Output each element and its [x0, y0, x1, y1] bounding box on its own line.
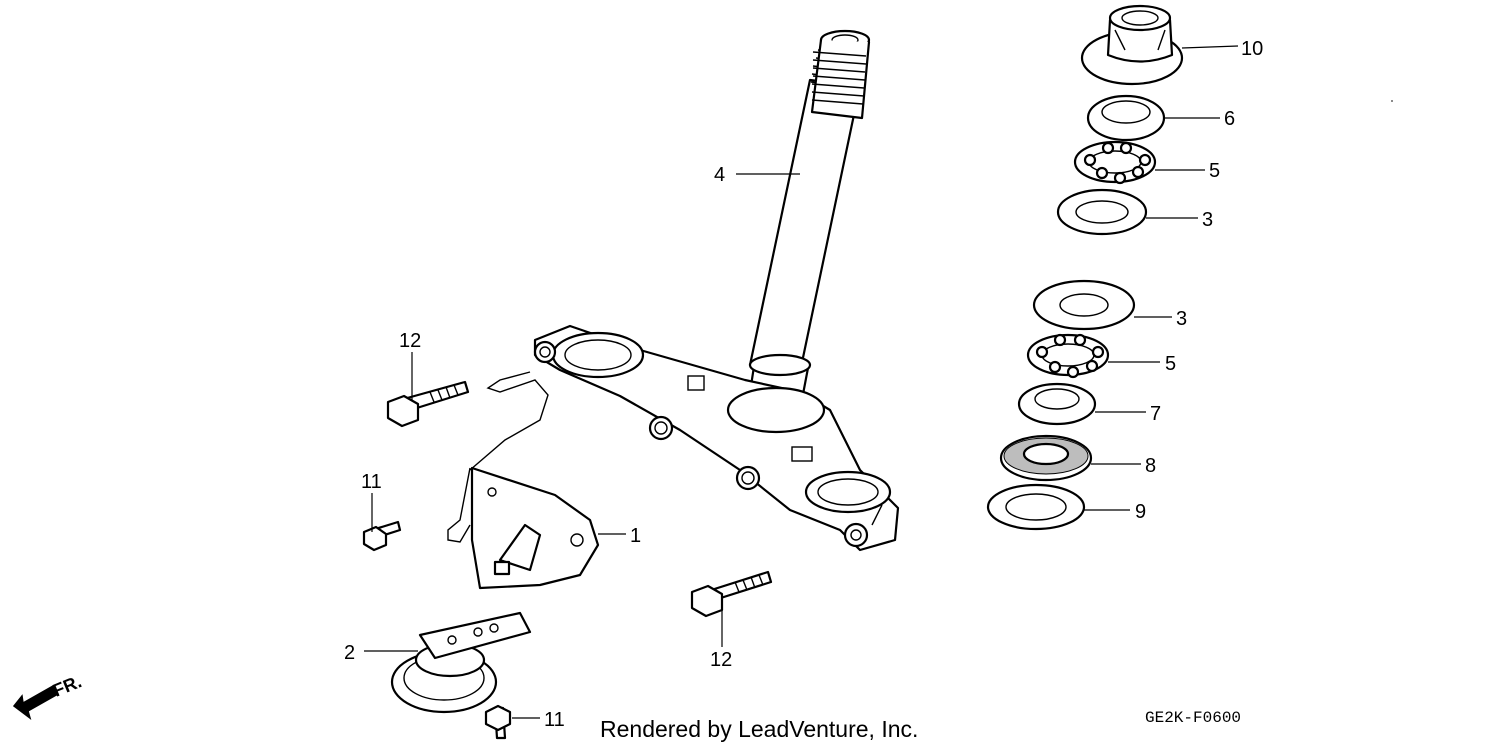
steering-stem-nut[interactable] [1080, 4, 1184, 86]
steel-ball-race-upper[interactable] [1073, 140, 1157, 185]
callout-7: 7 [1150, 403, 1161, 425]
callout-labels: 10 6 5 3 3 5 7 8 9 4 1 2 11 11 12 12 [344, 38, 1263, 731]
callout-5-lower: 5 [1165, 353, 1176, 375]
callout-8: 8 [1145, 455, 1156, 477]
diagram-code: GE2K-F0600 [1145, 709, 1242, 727]
speck-mark [1391, 100, 1393, 102]
callout-9: 9 [1135, 501, 1146, 523]
flange-bolt-upper-left[interactable] [386, 380, 470, 428]
dust-seal-lower[interactable] [1017, 382, 1097, 426]
callout-1: 1 [630, 525, 641, 547]
callout-12-upper: 12 [399, 330, 421, 352]
callout-3-lower: 3 [1176, 308, 1187, 330]
callout-12-lower: 12 [710, 649, 732, 671]
leader-lines [364, 45, 1239, 719]
small-bolt-bottom[interactable] [484, 704, 512, 740]
rendered-by-credit: Rendered by LeadVenture, Inc. [600, 716, 919, 742]
callout-3-upper: 3 [1202, 209, 1213, 231]
callout-11-bottom: 11 [544, 709, 565, 731]
seal-lower[interactable] [999, 434, 1093, 482]
steel-ball-race-lower[interactable] [1026, 333, 1110, 379]
horn-bracket[interactable] [447, 371, 600, 590]
direction-label: FR. [50, 671, 84, 700]
lower-triple-clamp[interactable] [533, 324, 900, 552]
small-bolt-left[interactable] [362, 520, 402, 552]
callout-10: 10 [1241, 38, 1263, 60]
callout-6: 6 [1224, 108, 1235, 130]
callout-2: 2 [344, 642, 355, 664]
horn[interactable] [390, 611, 532, 714]
callout-11-left: 11 [361, 471, 382, 493]
steering-stem[interactable] [746, 29, 871, 412]
dust-seal-upper[interactable] [1086, 94, 1166, 142]
callout-5-upper: 5 [1209, 160, 1220, 182]
ball-race-cone-upper[interactable] [1056, 188, 1148, 236]
flange-bolt-lower-center[interactable] [690, 570, 773, 618]
callout-4: 4 [714, 164, 725, 186]
ball-race-cone-lower[interactable] [1032, 279, 1136, 331]
washer-lower[interactable] [986, 483, 1086, 531]
front-direction-arrow-icon: FR. [12, 671, 84, 720]
